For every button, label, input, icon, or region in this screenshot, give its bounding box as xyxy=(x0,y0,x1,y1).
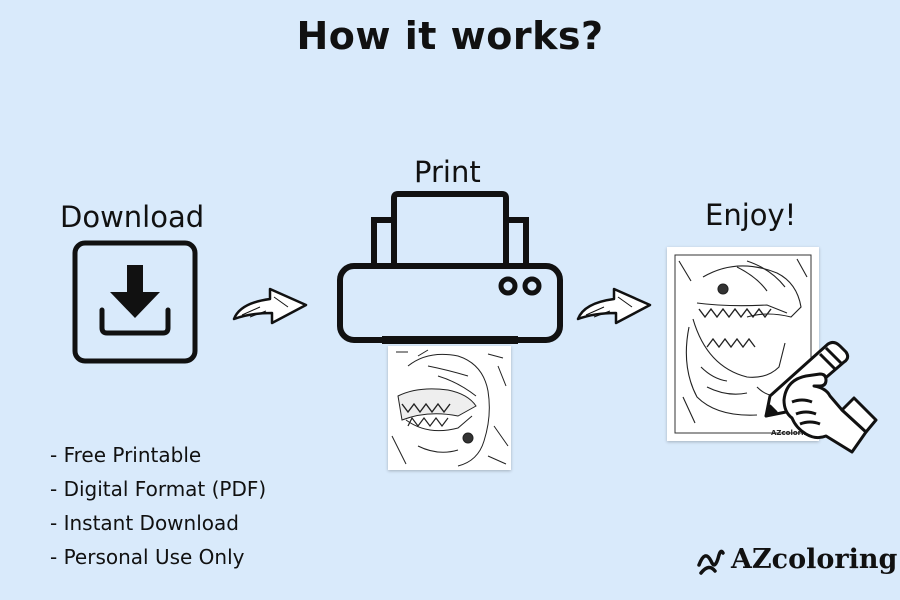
dinosaur-illustration xyxy=(674,254,812,434)
download-box-icon xyxy=(72,240,198,364)
step-label-print: Print xyxy=(414,155,481,189)
feature-item: - Digital Format (PDF) xyxy=(50,477,267,501)
page-watermark: AZcoloring xyxy=(771,429,814,437)
printer-icon xyxy=(337,191,563,344)
brand-logo: AZcoloring xyxy=(697,544,897,575)
feature-list: - Free Printable - Digital Format (PDF) … xyxy=(50,438,266,574)
hand-with-pencil-icon xyxy=(764,340,878,454)
step-label-download: Download xyxy=(60,200,205,234)
page-title: How it works? xyxy=(296,14,604,58)
feature-item: - Free Printable xyxy=(50,443,202,467)
arrow-right-icon xyxy=(232,287,308,325)
feature-item: - Personal Use Only xyxy=(50,545,245,569)
printed-coloring-sheet xyxy=(388,346,511,470)
feature-item: - Instant Download xyxy=(50,511,239,535)
dinosaur-illustration xyxy=(391,349,509,467)
swirl-logo-icon xyxy=(697,549,725,575)
brand-name: AZcoloring xyxy=(731,544,898,575)
arrow-right-icon xyxy=(576,287,652,325)
step-label-enjoy: Enjoy! xyxy=(705,198,797,232)
